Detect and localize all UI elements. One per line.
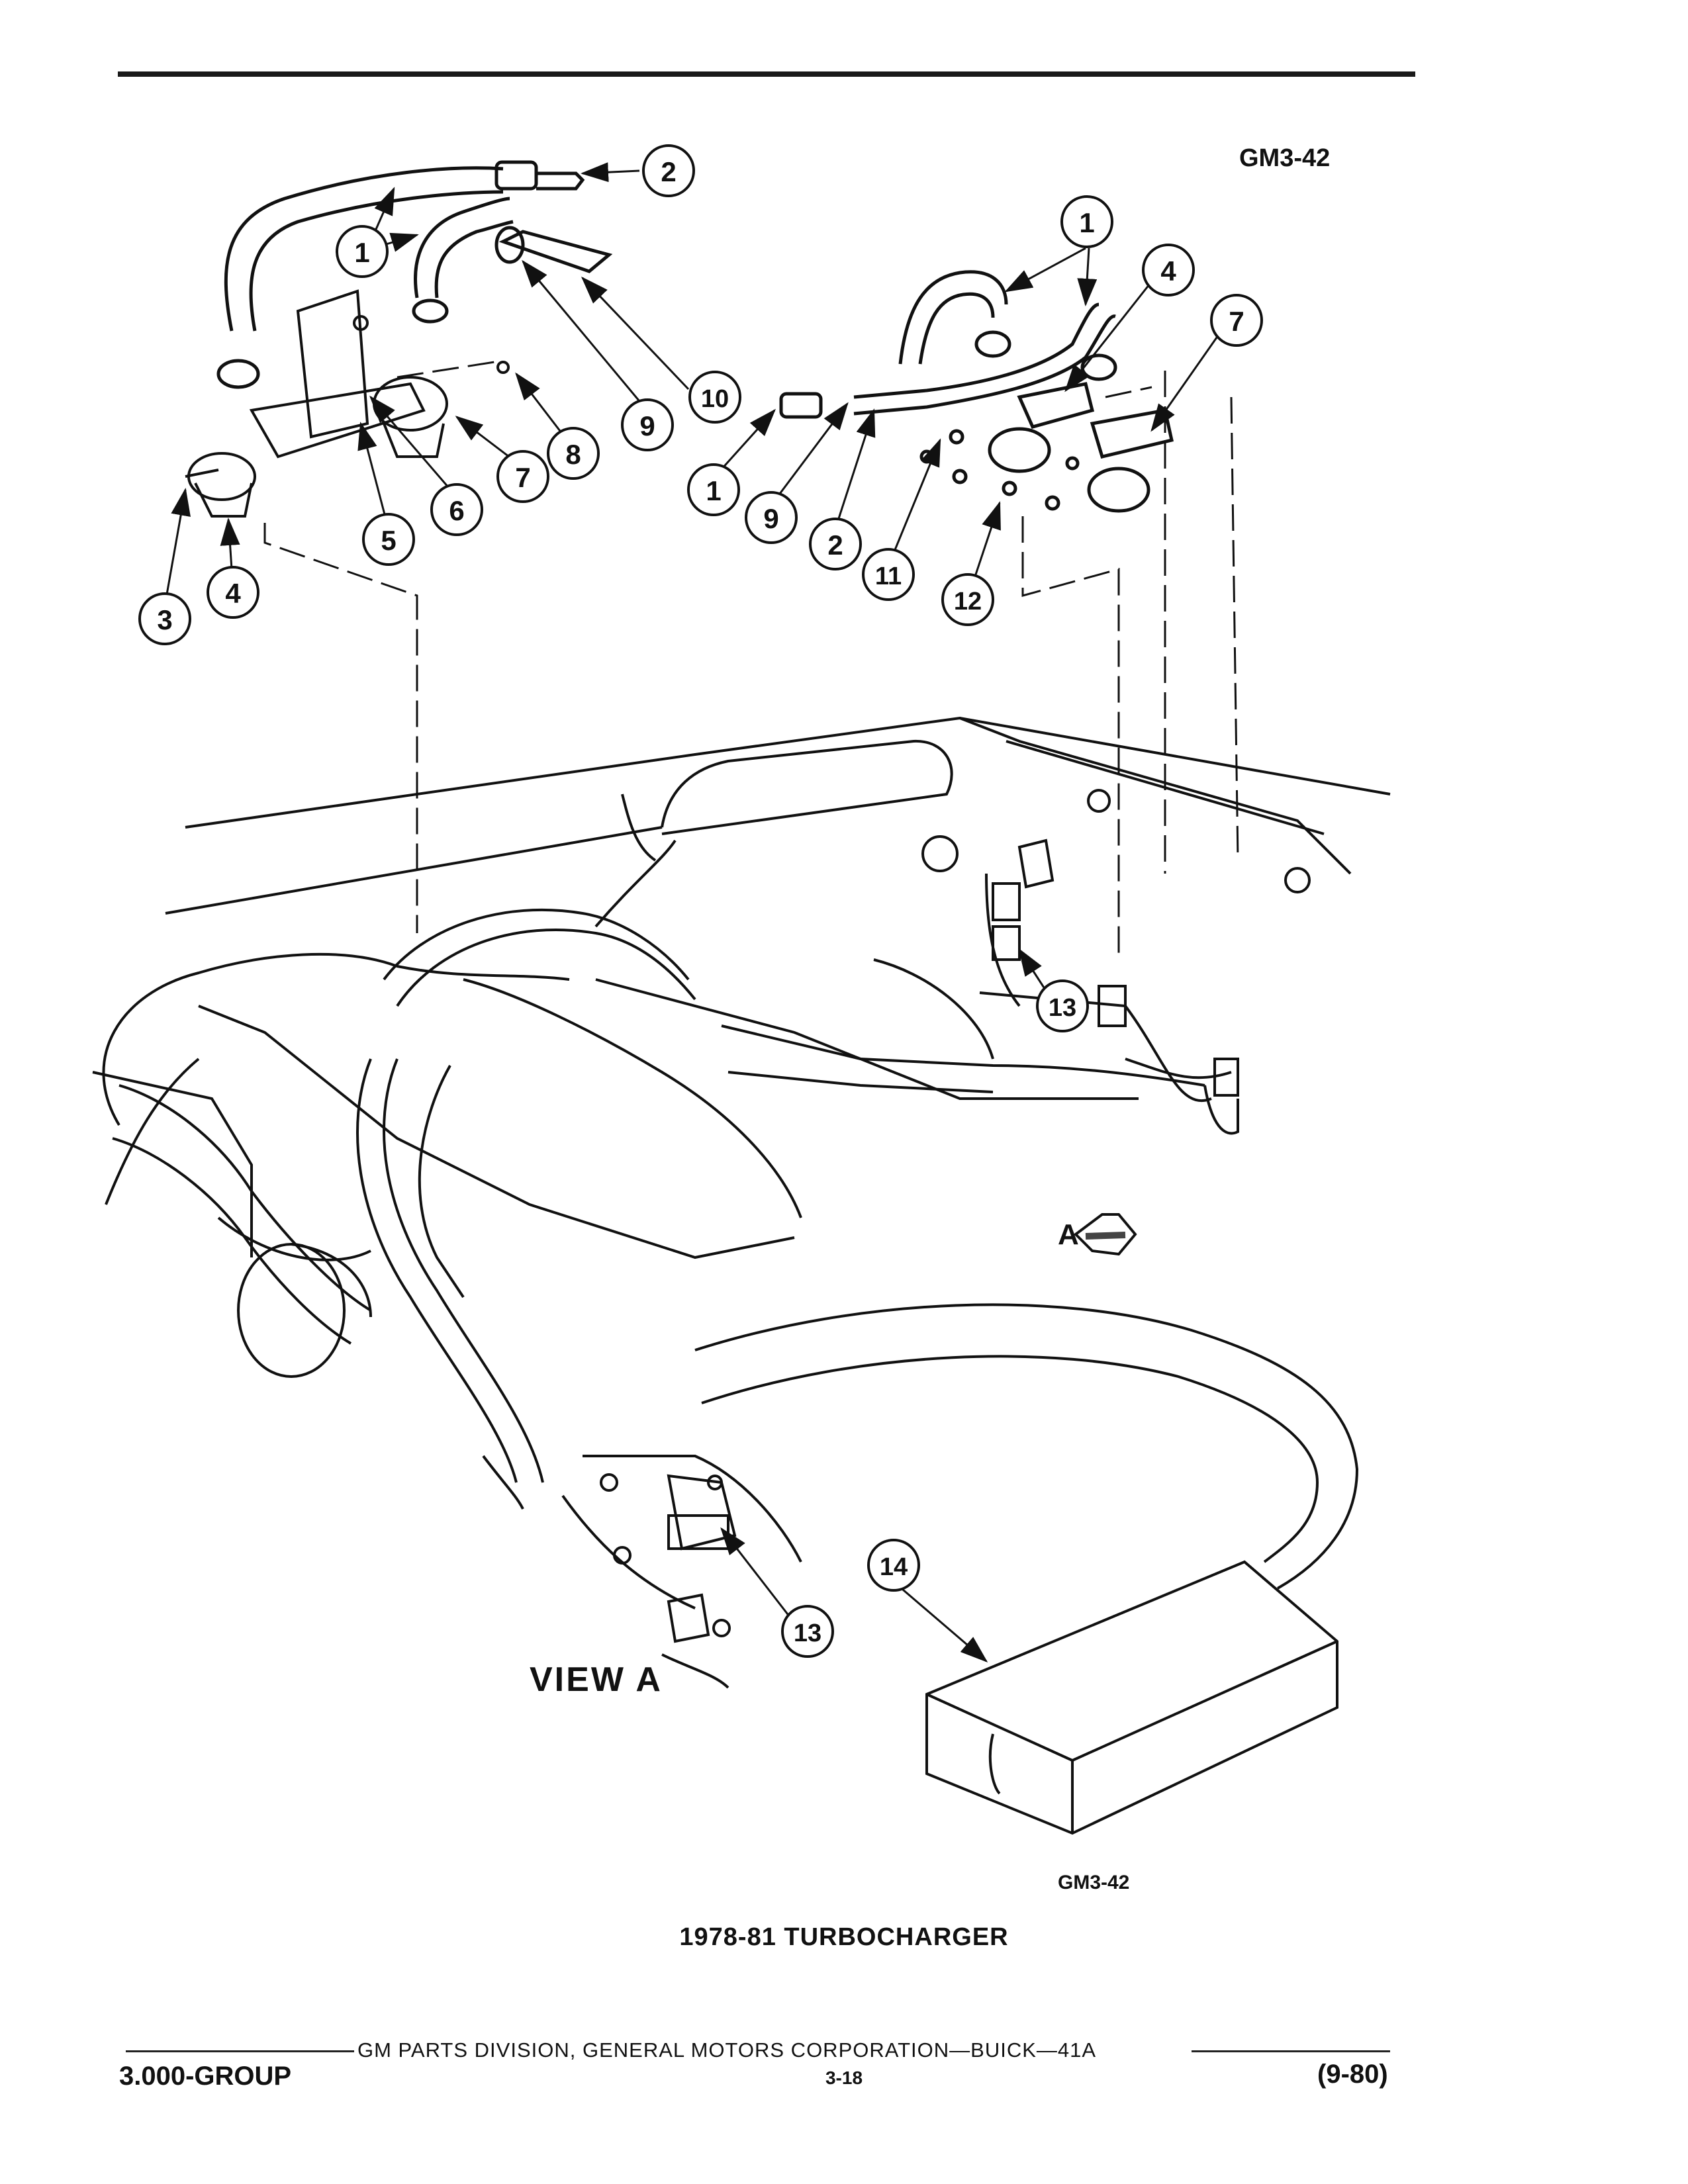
footer-date: (9-80) [1317,2060,1388,2089]
svg-text:13: 13 [794,1619,821,1647]
callout-5: 5 [362,513,415,566]
footer-rule-right [1192,2050,1390,2052]
svg-text:4: 4 [1160,255,1176,287]
leader-dash-lines [263,359,1239,953]
svg-text:12: 12 [954,588,982,615]
hose-assembly-left [216,160,613,389]
svg-text:3: 3 [157,604,172,635]
ecm-box [925,1560,1338,1835]
callout-14: 14 [867,1539,920,1592]
footer-publisher: GM PARTS DIVISION, GENERAL MOTORS CORPOR… [357,2038,1097,2062]
callout-12: 12 [941,573,994,626]
figure-id-bottom: GM3-42 [1058,1872,1130,1893]
engine-body [92,716,1391,1378]
svg-text:11: 11 [875,563,902,590]
bracket-left [185,289,510,518]
callout-11: 11 [862,548,915,601]
callout-6: 6 [430,483,483,536]
callout-1-right-top: 1 [1060,195,1113,248]
svg-text:14: 14 [880,1553,908,1581]
svg-text:7: 7 [515,462,530,493]
view-a-inset [561,1455,802,1689]
callout-7-right: 7 [1210,294,1263,347]
svg-text:9: 9 [639,410,655,441]
svg-text:7: 7 [1229,306,1244,337]
top-rule [118,71,1415,77]
svg-text:9: 9 [763,503,778,534]
svg-text:8: 8 [565,439,581,470]
callout-8: 8 [547,427,600,480]
view-a-label: VIEW A [530,1661,663,1699]
callouts: 2 1 10 9 8 7 6 5 4 3 1 4 7 1 9 2 11 12 1… [138,144,1263,1658]
callout-1-left: 1 [336,225,389,278]
view-arrow-label: A [1058,1218,1079,1251]
svg-text:2: 2 [827,529,843,561]
hose-assembly-right [779,270,1174,513]
callout-7-left: 7 [496,450,549,503]
callout-13-top: 13 [1036,979,1089,1032]
view-a-arrow [1073,1213,1137,1256]
svg-text:1: 1 [706,475,721,506]
svg-text:6: 6 [449,495,464,526]
svg-text:1: 1 [1079,207,1094,238]
footer-rule-left [126,2050,354,2052]
svg-text:13: 13 [1049,994,1076,1022]
callout-10: 10 [688,371,741,424]
svg-text:4: 4 [225,578,241,609]
callout-9-left: 9 [621,398,674,451]
callout-13-view-a: 13 [781,1605,834,1658]
figure-id-top: GM3-42 [1239,144,1331,172]
conduit-corrugated [112,1084,1359,1590]
svg-text:1: 1 [354,237,369,268]
footer-group: 3.000-GROUP [119,2062,292,2091]
callout-4-right: 4 [1142,244,1195,296]
wiring-harness [356,794,1239,1510]
callout-1-right-bottom: 1 [687,463,740,516]
svg-text:5: 5 [381,525,396,556]
callout-2-right: 2 [809,518,862,570]
callout-4-left: 4 [207,566,259,619]
callout-2-top: 2 [642,144,695,197]
callout-9-right: 9 [745,491,798,544]
svg-text:10: 10 [701,385,729,413]
callout-3: 3 [138,592,191,645]
figure-caption: 1978-81 TURBOCHARGER [679,1923,1009,1951]
svg-text:2: 2 [661,156,676,187]
footer-page-number: 3-18 [825,2068,863,2088]
